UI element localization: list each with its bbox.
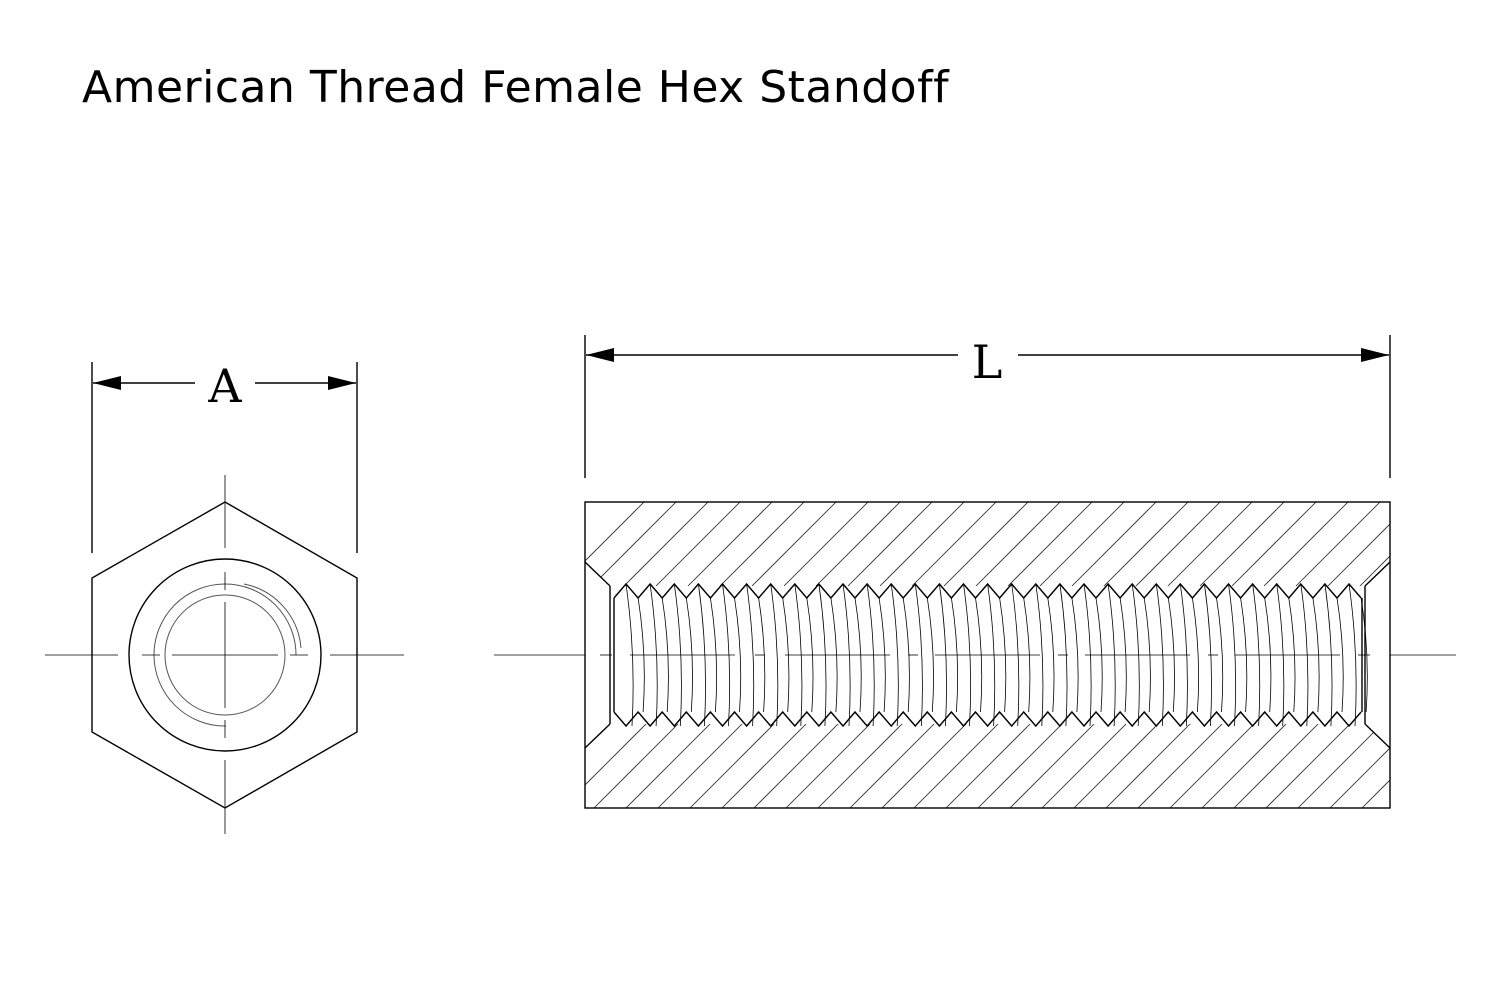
- hatch-line: [975, 724, 1067, 808]
- hatch-line: [623, 502, 735, 586]
- thread-root-curve: [1336, 597, 1344, 713]
- dimension-a-label: A: [207, 359, 242, 413]
- hatch-line: [815, 502, 927, 586]
- hatch-line: [1199, 724, 1291, 808]
- hatch-line: [751, 724, 843, 808]
- section-hatch-top: [585, 476, 1500, 586]
- hatch-line: [591, 724, 683, 808]
- thread-crest-curve: [1228, 583, 1237, 727]
- thread-crest-curve: [770, 583, 779, 727]
- hatch-line: [719, 502, 831, 586]
- hatch-line: [1039, 502, 1151, 586]
- hatch-line: [1103, 724, 1195, 808]
- hatch-line: [591, 502, 703, 586]
- hatch-line: [1424, 720, 1500, 810]
- thread-crest-curve: [890, 583, 899, 727]
- thread-root-curve: [1216, 597, 1224, 713]
- thread-major-arc: [243, 583, 302, 649]
- thread-crest-curve: [746, 583, 755, 727]
- hatch-line: [1007, 724, 1099, 808]
- thread-root-curve: [1047, 597, 1055, 713]
- hatch-line: [1231, 502, 1343, 586]
- bore-circle: [128, 558, 322, 752]
- hatch-line: [1199, 502, 1311, 586]
- hatch-line: [911, 724, 1003, 808]
- hatch-line: [1167, 502, 1279, 586]
- section-hatch-bottom: [585, 720, 1500, 810]
- drawing-title: American Thread Female Hex Standoff: [82, 62, 950, 113]
- thread-crest-curve: [914, 583, 923, 727]
- hatch-line: [1007, 502, 1119, 586]
- hatch-line: [1327, 502, 1390, 586]
- hatch-line: [911, 502, 1023, 586]
- hatch-line: [751, 502, 863, 586]
- hatch-line: [585, 502, 671, 586]
- hatch-line: [783, 724, 875, 808]
- hatch-line: [1071, 502, 1183, 586]
- hatch-line: [687, 724, 779, 808]
- hatch-line: [815, 724, 907, 808]
- hatch-line: [1295, 502, 1390, 586]
- thread-inner-circle: [164, 594, 286, 716]
- dimension-l: L: [584, 335, 1391, 478]
- hatch-line: [655, 724, 747, 808]
- thread-root-curve: [926, 597, 934, 713]
- hatch-line: [1135, 724, 1227, 808]
- thread-root-curve: [1192, 597, 1200, 713]
- hatch-line: [1456, 476, 1500, 586]
- chamfer-lines: [584, 561, 1391, 749]
- hatch-line: [1071, 724, 1163, 808]
- hatch-line: [1488, 720, 1500, 810]
- thread-crest-curve: [1035, 583, 1044, 727]
- hatch-line: [943, 502, 1055, 586]
- hatch-line: [1456, 720, 1500, 810]
- thread-minor-circle: [153, 583, 297, 727]
- hatch-line: [847, 502, 959, 586]
- hatch-line: [975, 502, 1087, 586]
- hex-centerlines: [45, 475, 404, 834]
- hatch-line: [1103, 502, 1215, 586]
- hatch-line: [1263, 502, 1375, 586]
- side-section-view: L: [494, 335, 1500, 810]
- hatch-line: [1392, 476, 1500, 586]
- hatch-line: [943, 724, 1035, 808]
- hatch-line: [1359, 502, 1390, 586]
- hatch-line: [585, 724, 651, 808]
- hatch-line: [1327, 724, 1390, 808]
- hatch-line: [783, 502, 895, 586]
- hatch-line: [1488, 476, 1500, 586]
- thread-root-curve: [1071, 597, 1079, 713]
- dimension-l-label: L: [972, 335, 1003, 389]
- thread-crest-curve: [1348, 583, 1357, 727]
- end-view-hex: A: [45, 359, 404, 834]
- hatch-line: [1167, 724, 1259, 808]
- hatch-line: [655, 502, 767, 586]
- hatch-line: [1039, 724, 1131, 808]
- hatch-line: [1359, 724, 1390, 808]
- hatch-line: [1392, 720, 1482, 810]
- hatch-line: [1424, 476, 1500, 586]
- hatch-line: [847, 724, 939, 808]
- dimension-a: A: [91, 359, 358, 553]
- hatch-line: [879, 724, 971, 808]
- hatch-line: [687, 502, 799, 586]
- hatch-line: [1263, 724, 1355, 808]
- hatch-line: [1135, 502, 1247, 586]
- hatch-line: [623, 724, 715, 808]
- hatch-line: [879, 502, 991, 586]
- hatch-line: [1231, 724, 1323, 808]
- hatch-line: [719, 724, 811, 808]
- thread-bottom-profile: [613, 710, 1362, 728]
- thread-root-curve: [734, 597, 742, 713]
- hatch-line: [1295, 724, 1387, 808]
